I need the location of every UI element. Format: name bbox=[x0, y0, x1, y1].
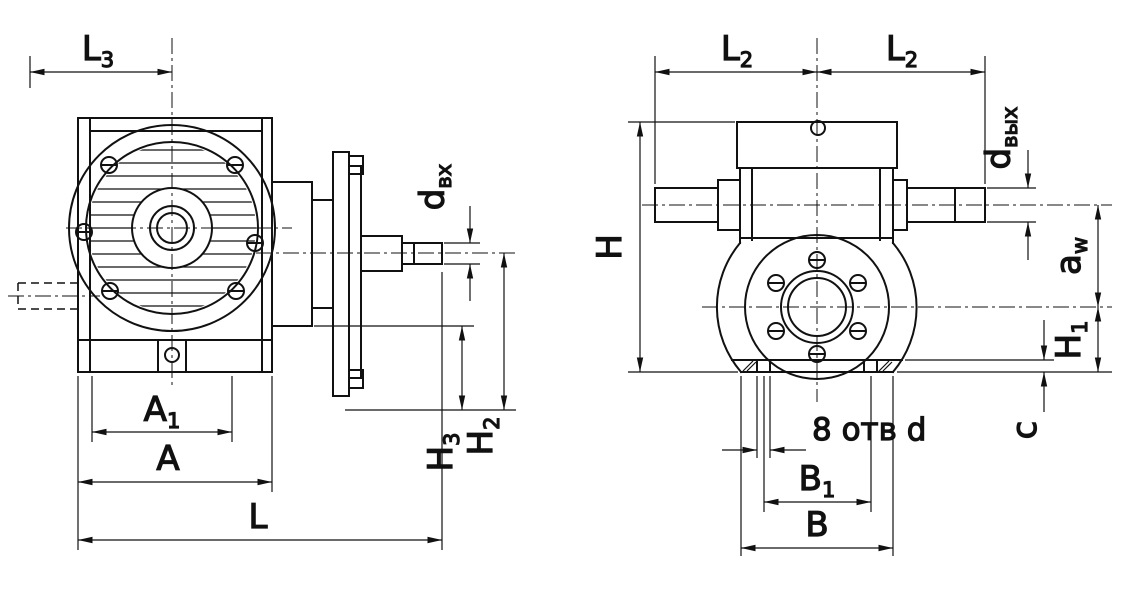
dim-label-B: B bbox=[805, 505, 828, 545]
dim-label-L: L bbox=[249, 497, 268, 537]
dim-label-H: H bbox=[590, 234, 630, 260]
dim-label-c: c bbox=[1005, 421, 1045, 440]
side-view: L2 L2 dвых H aw H1 bbox=[589, 28, 1112, 556]
dim-A1: A1 bbox=[91, 376, 233, 442]
dim-L2-left: L2 bbox=[654, 28, 817, 184]
dim-B1: B1 bbox=[763, 376, 872, 512]
dim-label-H1: H1 bbox=[1049, 321, 1092, 360]
dim-H2: H2 bbox=[345, 253, 516, 456]
dim-label-8-holes: 8 отв d bbox=[812, 412, 926, 448]
dim-label-aw: aw bbox=[1049, 237, 1092, 275]
dim-B: B bbox=[740, 376, 894, 556]
dim-d-out: dвых bbox=[978, 106, 1036, 260]
dim-label-H3: H3 bbox=[421, 433, 464, 472]
front-view-housing bbox=[77, 117, 273, 373]
dim-c: c bbox=[905, 320, 1054, 440]
dim-label-H2: H2 bbox=[461, 417, 504, 456]
side-view-centerlines bbox=[642, 38, 1112, 402]
dim-L2-right: L2 bbox=[817, 28, 986, 184]
input-shaft-assembly bbox=[271, 151, 443, 397]
dim-H1: H1 bbox=[897, 307, 1112, 373]
flange-bolts bbox=[75, 156, 264, 300]
dim-label-B1: B1 bbox=[799, 459, 836, 502]
dim-d-in: dвх bbox=[412, 163, 480, 301]
dim-label-L3: L3 bbox=[82, 29, 114, 72]
dim-label-A1: A1 bbox=[144, 390, 181, 433]
base-feet-hatch bbox=[742, 360, 893, 372]
dim-label-A: A bbox=[156, 439, 179, 479]
dim-L3: L3 bbox=[29, 28, 172, 88]
front-view: L3 dвх H2 H3 A1 A bbox=[8, 28, 516, 550]
dim-H: H bbox=[589, 121, 738, 373]
dim-L: L bbox=[78, 272, 443, 550]
dim-label-L2-left: L2 bbox=[721, 29, 753, 72]
dim-label-d-out: dвых bbox=[979, 107, 1022, 170]
dim-label-d-in: dвх bbox=[413, 164, 456, 210]
dim-aw: aw bbox=[1048, 205, 1102, 307]
front-view-centerlines bbox=[8, 38, 516, 388]
dim-A: A bbox=[77, 376, 273, 550]
dim-H3: H3 bbox=[314, 325, 474, 472]
dim-8-holes: 8 отв d bbox=[722, 376, 927, 458]
oil-plug bbox=[810, 120, 826, 136]
dim-label-L2-right: L2 bbox=[886, 29, 918, 72]
